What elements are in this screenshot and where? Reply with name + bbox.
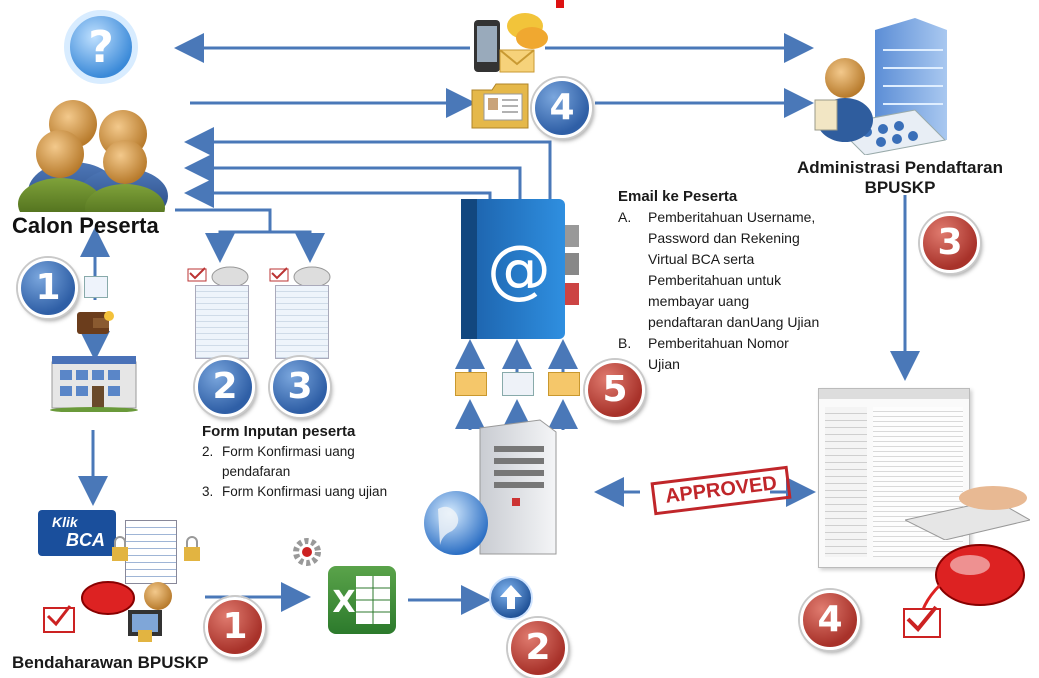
form-doc-icon [125,520,177,584]
mobile-chat-icon [470,8,550,82]
form-item-3-line: Form Konfirmasi uang ujian [222,484,388,499]
envelope-icon [455,372,487,396]
email-item-a-line: pendaftaran danUang Ujian [648,314,820,330]
server-icon [470,418,560,562]
arrow-book-to-users-3 [184,178,492,208]
calon-peserta-label: Calon Peserta [12,213,159,238]
bendaharawan-label: Bendaharawan BPUSKP [12,653,209,672]
office-admin-icon [805,10,955,159]
admin-label-line2: BPUSKP [864,178,936,197]
form-doc-icon [195,285,249,359]
top-red-mark [556,0,564,8]
step-badge-blue-3: 3 [270,357,330,417]
email-item-a-line: Virtual BCA serta [648,251,755,267]
step-badge-blue-1-left: 1 [18,258,78,318]
email-item-a-line: Pemberitahuan untuk [648,272,782,288]
address-book-email-icon: @ [455,195,585,349]
step-badge-blue-2: 2 [195,357,255,417]
form-item-3-key: 3. [202,484,214,499]
svg-text:?: ? [88,22,114,73]
step-badge-red-2: 2 [508,618,568,678]
arrow-book-to-users-2 [184,153,522,200]
email-box-title: Email ke Peserta [618,188,738,205]
users-icon [15,92,175,232]
email-item-b-line: Pemberitahuan Nomor [648,335,789,351]
step-badge-red-3-right: 3 [920,213,980,273]
arrow-to-form-2 [205,230,270,263]
form-item-2: 2. Form Konfirmasi uang pendafaran [202,442,442,482]
form-doc-icon [275,285,329,359]
form-box-title: Form Inputan peserta [202,423,356,440]
form-item-2-line: Form Konfirmasi uang [222,444,355,459]
web-page-icon [818,388,970,568]
mouse-icon [262,255,332,299]
form-item-2-key: 2. [202,444,214,459]
form-item-2-line: pendafaran [222,464,291,479]
upload-icon [488,575,534,625]
form-item-3: 3. Form Konfirmasi uang ujian [202,482,442,502]
mouse-icon [180,255,250,299]
svg-text:@: @ [487,233,551,307]
question-icon: ? [62,8,140,90]
globe-icon [420,487,492,563]
email-box: Email ke Peserta A. Pemberitahuan Userna… [618,186,858,375]
bank-icon [48,352,140,416]
gear-icon [290,535,324,573]
step-badge-red-5: 5 [585,360,645,420]
admin-label: Administrasi Pendaftaran BPUSKP [780,158,1020,198]
email-item-a-line: Pemberitahuan Username, [648,209,816,225]
mouse-icon [40,570,180,654]
admin-label-line1: Administrasi Pendaftaran [797,158,1003,177]
wallet-icon [75,306,115,340]
lock-icon [110,535,202,569]
klik-text: Klik [52,514,78,530]
arrow-book-to-users-1 [184,127,552,200]
email-item-a: A. Pemberitahuan Username, Password dan … [618,207,858,333]
step-badge-red-1: 1 [205,597,265,657]
step-badge-red-4: 4 [800,590,860,650]
form-box: Form Inputan peserta 2. Form Konfirmasi … [202,422,442,502]
email-item-a-line: membayar uang [648,293,750,309]
email-item-a-key: A. [618,209,632,225]
mouse-icon [900,535,1030,649]
envelope-icon [548,372,580,396]
email-item-a-line: Password dan Rekening [648,230,800,246]
step-badge-blue-4-top: 4 [532,78,592,138]
envelope-icon [502,372,534,396]
email-item-b-line: Ujian [648,356,680,372]
email-item-b-key: B. [618,335,632,351]
folder-icon [470,80,532,136]
email-item-b: B. Pemberitahuan Nomor Ujian [618,333,858,375]
form-doc-icon [84,276,108,298]
bca-text: BCA [66,530,105,550]
klikbca-icon: Klik BCA [38,510,116,556]
excel-icon: X [322,560,402,644]
svg-text:X: X [332,585,355,620]
